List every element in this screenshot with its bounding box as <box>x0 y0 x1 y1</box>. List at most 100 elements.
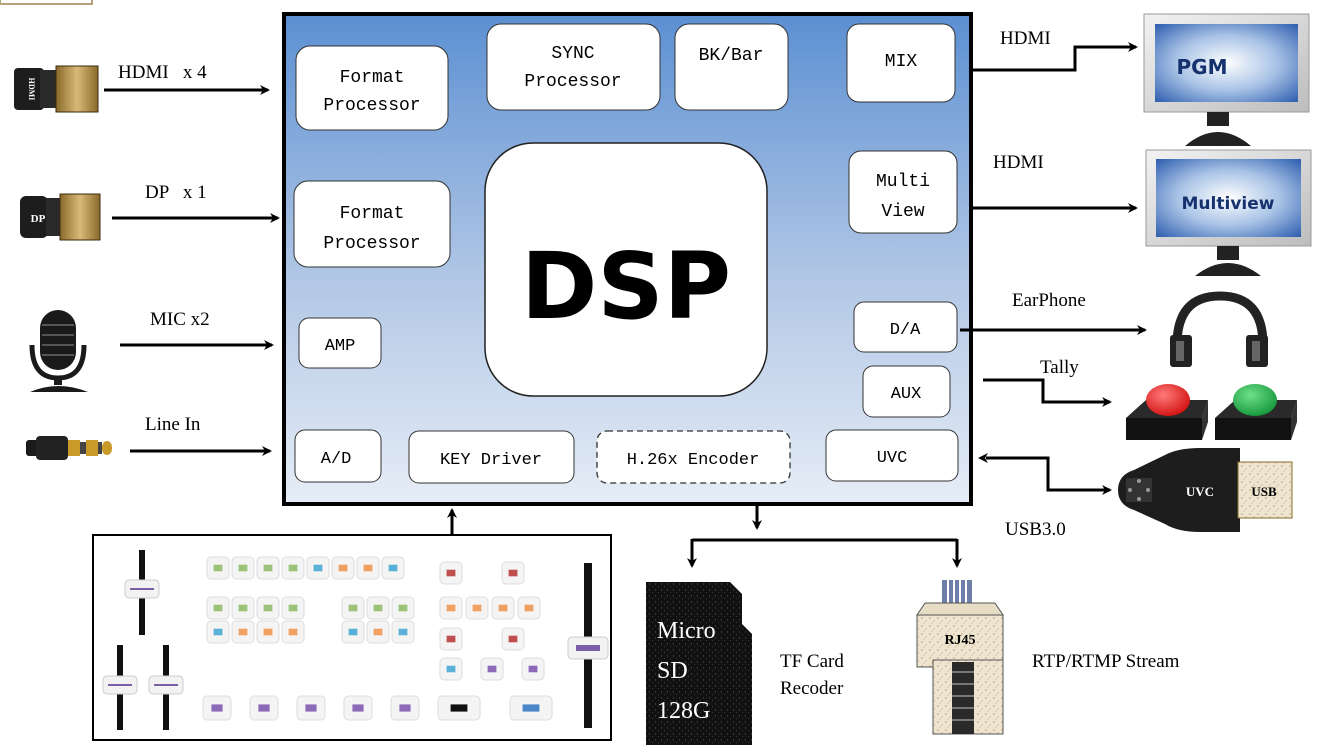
panel-key <box>206 556 230 580</box>
mix-label: MIX <box>885 52 918 72</box>
multi-view-box <box>848 150 958 234</box>
panel-key <box>356 556 380 580</box>
aux-box <box>862 365 951 418</box>
panel-key <box>439 657 463 681</box>
panel-key <box>480 657 504 681</box>
panel-key <box>306 556 330 580</box>
panel-key <box>521 657 545 681</box>
panel-key <box>281 620 305 644</box>
a-d-box <box>294 429 382 483</box>
panel-key <box>206 596 230 620</box>
mic-input-label: MIC x2 <box>150 309 210 330</box>
panel-key <box>256 556 280 580</box>
pgm-hdmi-label: HDMI <box>1000 28 1051 49</box>
panel-key <box>296 695 326 721</box>
panel-key <box>439 596 463 620</box>
usb-bidirectional-arrow <box>978 453 1112 495</box>
format-processor-1-line1: Format <box>340 68 405 88</box>
tally-label: Tally <box>1040 357 1079 378</box>
tally-red-light-icon <box>1126 384 1208 440</box>
earphone-label: EarPhone <box>1012 290 1086 311</box>
panel-key <box>341 620 365 644</box>
microsd-line3: 128G <box>657 698 710 724</box>
panel-key <box>381 556 405 580</box>
panel-key <box>501 561 525 585</box>
panel-key <box>366 620 390 644</box>
rj45-label: RJ45 <box>944 633 975 648</box>
panel-key <box>509 695 553 721</box>
microphone-icon <box>29 310 88 392</box>
panel-key <box>341 596 365 620</box>
hdmi-connector-label: HDMI <box>27 78 36 101</box>
fader-3 <box>148 645 184 730</box>
panel-key <box>501 627 525 651</box>
panel-key <box>202 695 232 721</box>
fader-1 <box>124 550 160 635</box>
multi-view-line1: Multi <box>876 172 930 192</box>
fader-2 <box>102 645 138 730</box>
tally-green-light-icon <box>1215 384 1297 440</box>
sync-processor-box <box>486 23 661 111</box>
microsd-card-icon: Micro SD 128G <box>646 582 752 745</box>
panel-key <box>439 627 463 651</box>
line-in-label: Line In <box>145 414 201 435</box>
hdmi-input-label: HDMI x 4 <box>118 62 207 83</box>
uvc-label: UVC <box>877 449 908 468</box>
control-panel-keys <box>102 550 609 730</box>
key-driver-box <box>408 430 575 484</box>
rj45-connector-icon: RJ45 <box>916 580 1004 735</box>
usb-plug-label: USB <box>1251 484 1277 499</box>
multi-view-line2: View <box>881 202 924 222</box>
format-processor-2-line1: Format <box>340 204 405 224</box>
panel-key <box>343 695 373 721</box>
multiview-monitor-icon: Multiview <box>1145 149 1312 276</box>
amp-label: AMP <box>325 337 356 356</box>
pgm-monitor-icon: PGM <box>1143 13 1310 146</box>
usb30-label: USB3.0 <box>1005 519 1066 540</box>
tally-output-arrow <box>983 378 1112 407</box>
multiview-hdmi-label: HDMI <box>993 152 1044 173</box>
microsd-line2: SD <box>657 658 688 684</box>
panel-key <box>517 596 541 620</box>
panel-key <box>281 596 305 620</box>
uvc-box <box>825 429 959 482</box>
panel-key <box>465 596 489 620</box>
panel-key <box>206 620 230 644</box>
panel-key <box>391 620 415 644</box>
line-in-jack-icon <box>26 436 112 460</box>
panel-key <box>390 695 420 721</box>
h26x-encoder-label: H.26x Encoder <box>627 451 760 470</box>
uvc-plug-label: UVC <box>1186 484 1214 499</box>
h26x-encoder-box <box>596 430 791 484</box>
panel-key <box>281 556 305 580</box>
hdmi-connector-icon: HDMI <box>14 65 99 113</box>
dp-connector-icon: DP <box>20 193 101 241</box>
pgm-output-arrow <box>973 42 1138 72</box>
headphones-icon <box>1170 291 1268 367</box>
panel-key <box>231 596 255 620</box>
aux-label: AUX <box>891 385 922 404</box>
usb-uvc-plug-icon: UVC USB <box>1118 448 1293 532</box>
panel-key <box>439 561 463 585</box>
sync-processor-line2: Processor <box>524 72 621 92</box>
format-processor-2-line2: Processor <box>323 234 420 254</box>
sync-processor-line1: SYNC <box>551 44 594 64</box>
tf-card-line1: TF Card <box>780 651 844 672</box>
bk-bar-box <box>674 23 789 111</box>
amp-box <box>298 317 382 369</box>
panel-key <box>331 556 355 580</box>
format-processor-1-box <box>295 45 449 131</box>
master-fader <box>567 563 609 728</box>
corner-frame <box>0 0 93 5</box>
dsp-core-box <box>484 142 768 397</box>
mix-box <box>846 23 956 103</box>
dp-connector-label: DP <box>31 213 46 225</box>
stream-label: RTP/RTMP Stream <box>1032 651 1180 672</box>
multiview-screen-label: Multiview <box>1182 194 1275 214</box>
key-driver-label: KEY Driver <box>440 451 542 470</box>
panel-key <box>231 556 255 580</box>
d-a-label: D/A <box>890 321 921 340</box>
format-processor-1-line2: Processor <box>323 96 420 116</box>
panel-key <box>231 620 255 644</box>
panel-key <box>437 695 481 721</box>
